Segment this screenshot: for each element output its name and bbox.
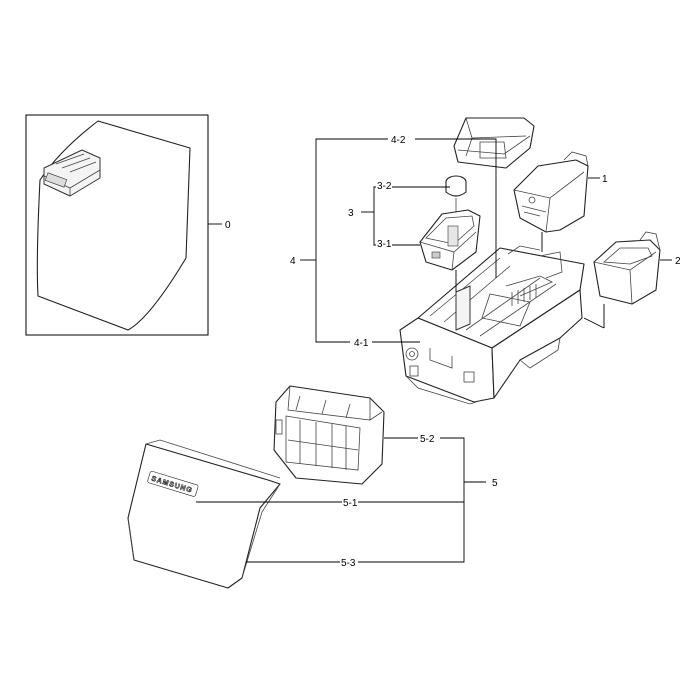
callout-5-3: 5-3 — [341, 558, 356, 569]
callout-4-2: 4-2 — [391, 135, 406, 146]
part-4-2 — [453, 117, 535, 169]
callout-5-2: 5-2 — [420, 434, 435, 445]
callout-3-2-overlay: 3-2 — [376, 181, 393, 192]
callout-3: 3 — [348, 208, 354, 219]
assembly-0-drawer — [43, 149, 101, 197]
callout-3-1-overlay: 3-1 — [376, 239, 393, 250]
part-5-2 — [273, 385, 385, 485]
part-3-1 — [419, 209, 481, 271]
assembly-0-group: 0 — [25, 114, 231, 336]
callout-5-1: 5-1 — [343, 498, 358, 509]
callout-4: 4 — [290, 256, 296, 267]
callout-4-1: 4-1 — [354, 338, 369, 349]
callout-2: 2 — [675, 256, 681, 267]
callout-0: 0 — [225, 220, 231, 231]
leaders-lower: 5-2 5-1 5-3 5 — [196, 434, 498, 569]
assembly-0-housing — [36, 120, 191, 331]
part-5-1-5-3: SAMSUNG — [127, 439, 281, 589]
assembly-0-frame — [25, 114, 209, 336]
part-1 — [513, 151, 589, 233]
callout-1: 1 — [602, 174, 608, 185]
part-2 — [593, 231, 661, 305]
part-3-2 — [445, 175, 467, 214]
part-4-1 — [399, 245, 585, 405]
callout-5: 5 — [492, 478, 498, 489]
